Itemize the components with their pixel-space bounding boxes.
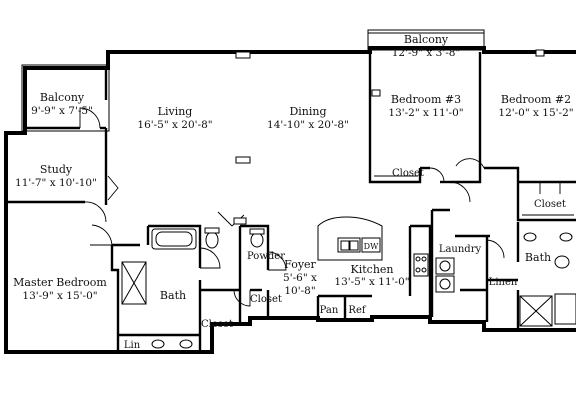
bath-master-label: Bath [160, 289, 186, 302]
closet-bed3-label: Closet [392, 168, 424, 179]
room-labels: Balcony 9'-9" x 7'-5" Living 16'-5" x 20… [13, 33, 573, 302]
closet-bed2-label: Closet [534, 199, 566, 210]
dining-name: Dining [289, 105, 326, 118]
closet-master-label: Closet [201, 319, 233, 330]
kitchen-name: Kitchen [351, 263, 394, 276]
lin-label: Lin [124, 340, 141, 351]
dw-label: DW [364, 242, 379, 251]
bedroom2-size: 12'-0" x 15'-2" [498, 107, 573, 119]
space-labels: Closet Closet Closet Closet Bath Bath Po… [124, 168, 566, 351]
linen-label: Linen [489, 277, 518, 288]
bath-right-label: Bath [525, 251, 551, 264]
fixtures [121, 49, 576, 349]
powder-label: Powder [247, 251, 285, 262]
living-size: 16'-5" x 20'-8" [137, 119, 212, 131]
balcony-left-name: Balcony [40, 91, 85, 104]
foyer-name: Foyer [284, 258, 316, 271]
dining-size: 14'-10" x 20'-8" [267, 119, 349, 131]
study-size: 11'-7" x 10'-10" [15, 177, 97, 189]
master-name: Master Bedroom [13, 276, 107, 289]
bedroom3-size: 13'-2" x 11'-0" [388, 107, 463, 119]
bedroom3-name: Bedroom #3 [391, 93, 461, 106]
ref-label: Ref [348, 305, 366, 316]
exterior-walls [4, 46, 576, 354]
balcony-top-size: 12'-9" x 3'-8" [392, 47, 461, 59]
laundry-label: Laundry [439, 244, 482, 255]
closet-foyer-label: Closet [250, 294, 282, 305]
interior-walls [4, 52, 576, 352]
foyer-size-1: 5'-6" x [283, 272, 317, 284]
balcony-left-size: 9'-9" x 7'-5" [31, 105, 93, 117]
living-name: Living [158, 105, 193, 118]
foyer-size-2: 10'-8" [284, 285, 315, 297]
kitchen-size: 13'-5" x 11'-0" [334, 276, 409, 288]
bedroom2-name: Bedroom #2 [501, 93, 571, 106]
pan-label: Pan [320, 305, 339, 316]
study-name: Study [40, 163, 73, 176]
master-size: 13'-9" x 15'-0" [22, 290, 97, 302]
balcony-rails [21, 29, 485, 132]
doors [79, 107, 561, 307]
balcony-top-name: Balcony [404, 33, 449, 46]
